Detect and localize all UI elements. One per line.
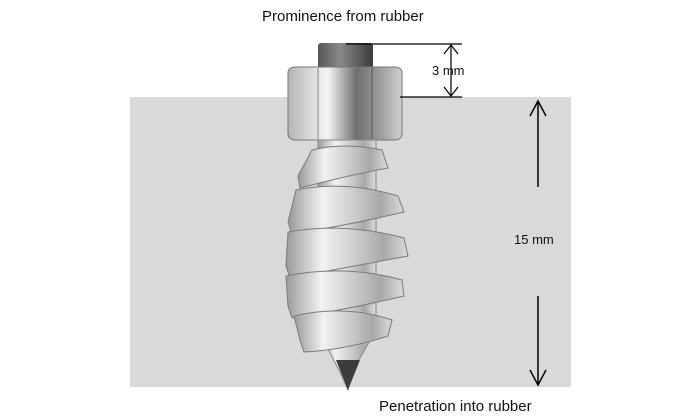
prominence-dimension <box>346 43 462 98</box>
screw-threads <box>285 145 409 353</box>
prominence-value: 3 mm <box>432 63 465 78</box>
screw-tip <box>336 360 360 390</box>
penetration-label: Penetration into rubber <box>379 398 532 415</box>
prominence-label: Prominence from rubber <box>262 8 424 25</box>
hex-head <box>287 66 403 141</box>
penetration-value: 15 mm <box>514 232 554 247</box>
penetration-dimension <box>529 99 547 387</box>
carbide-pin <box>318 43 373 70</box>
